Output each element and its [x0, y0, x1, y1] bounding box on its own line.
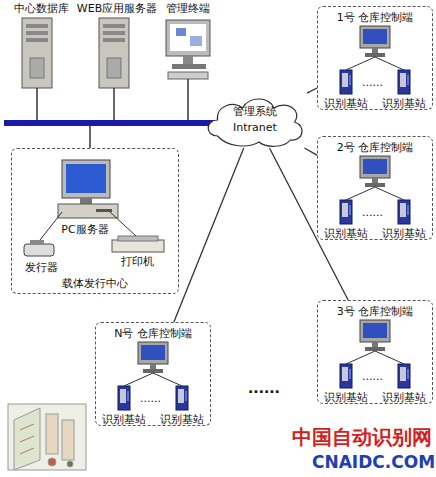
- printer-icon: 打印机: [102, 233, 172, 273]
- warehouse-box: N号 仓库控制端识别基站识别基站: [95, 322, 211, 426]
- node-label: 识别基站: [320, 227, 372, 240]
- box-title: 2号 仓库控制端: [318, 141, 432, 154]
- base-station: 识别基站: [378, 363, 430, 405]
- network-bus: [4, 120, 216, 126]
- node-label: Intranet: [203, 121, 307, 134]
- node-label: 打印机: [102, 255, 172, 268]
- base-station: 识别基站: [156, 385, 208, 427]
- node-label: 识别基站: [378, 227, 430, 240]
- node-label: 识别基站: [378, 391, 430, 404]
- base-station: 识别基站: [98, 385, 150, 427]
- network-cloud: 管理系统 Intranet: [203, 92, 307, 148]
- node-label: 中心数据库: [4, 2, 78, 15]
- box-title: 载体发行中心: [12, 277, 178, 290]
- node-label: 发行器: [14, 261, 68, 274]
- ellipsis: ......: [248, 380, 280, 397]
- base-station: 识别基站: [378, 69, 430, 111]
- base-station: 识别基站: [320, 69, 372, 111]
- ellipsis: ......: [362, 370, 383, 384]
- box-title: 3号 仓库控制端: [318, 305, 432, 318]
- warehouse-sketch: [8, 404, 86, 470]
- watermark: CNAIDC.COM: [312, 452, 435, 472]
- warehouse-box: 2号 仓库控制端识别基站识别基站: [317, 136, 433, 240]
- watermark: 中国自动识别网: [292, 426, 432, 449]
- node-label: WEB应用服务器: [72, 2, 162, 15]
- node-label: 识别基站: [378, 97, 430, 110]
- server-icon: WEB应用服务器: [72, 2, 162, 90]
- network-link: [269, 148, 348, 300]
- node-label: 管理终端: [156, 2, 220, 15]
- issuer-icon: 发行器: [14, 237, 68, 277]
- warehouse-box: 3号 仓库控制端识别基站识别基站: [317, 300, 433, 404]
- network-link: [304, 148, 317, 155]
- issue-center-box: 载体发行中心 PC服务器发行器 打印机: [11, 148, 179, 294]
- terminal-icon: 管理终端: [156, 2, 220, 90]
- bus-wires: [37, 79, 188, 148]
- base-station: 识别基站: [320, 363, 372, 405]
- network-link: [307, 88, 317, 93]
- node-label: 识别基站: [320, 97, 372, 110]
- ellipsis: ......: [140, 392, 161, 406]
- node-label: 识别基站: [98, 413, 150, 426]
- cloud-shape: [203, 92, 307, 148]
- ellipsis: ......: [362, 206, 383, 220]
- warehouse-icons: [118, 26, 410, 410]
- server-icons: [22, 18, 210, 88]
- network-link: [174, 148, 244, 322]
- box-title: 1号 仓库控制端: [318, 11, 432, 24]
- node-label: 识别基站: [320, 391, 372, 404]
- base-station: 识别基站: [320, 199, 372, 241]
- base-station: 识别基站: [378, 199, 430, 241]
- box-title: N号 仓库控制端: [96, 327, 210, 340]
- issue-center-icons: [24, 160, 164, 256]
- server-icon: 中心数据库: [4, 2, 78, 90]
- warehouse-box: 1号 仓库控制端识别基站识别基站: [317, 6, 433, 110]
- pc-server-icon: PC服务器: [48, 157, 122, 241]
- ellipsis: ......: [362, 76, 383, 90]
- node-label: 管理系统: [203, 105, 307, 118]
- node-label: PC服务器: [48, 223, 122, 236]
- node-label: 识别基站: [156, 413, 208, 426]
